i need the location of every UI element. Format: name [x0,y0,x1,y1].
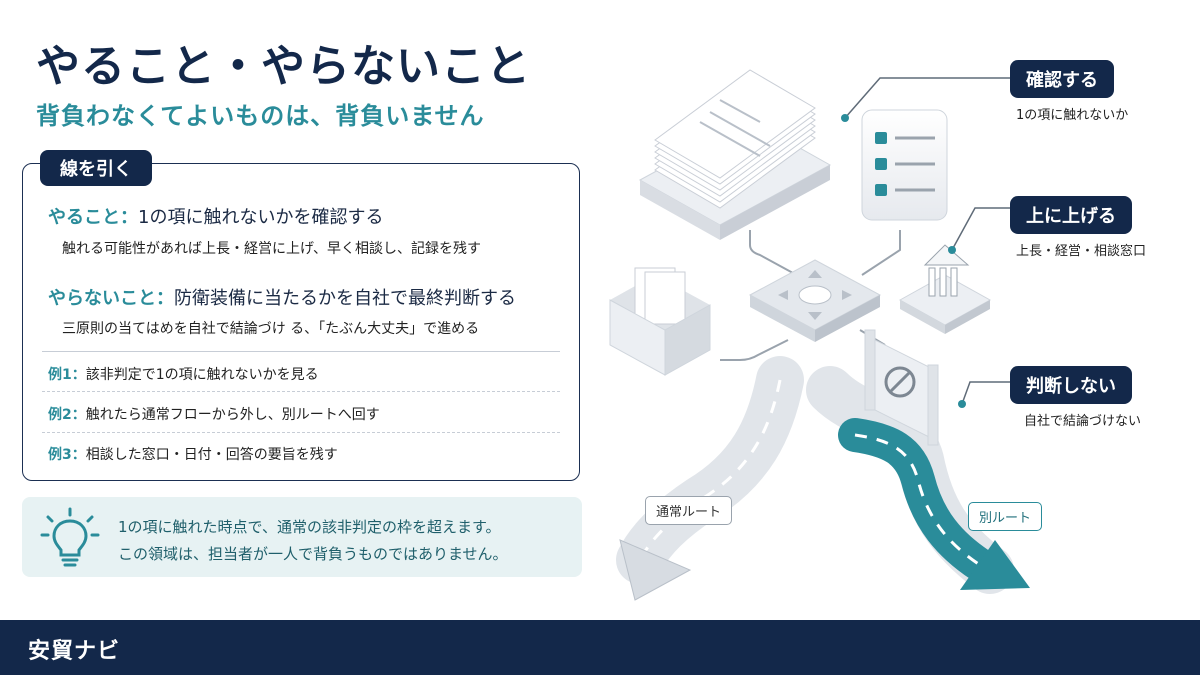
page-subtitle: 背負わなくてよいものは、背負いません [36,102,485,130]
example-label: 例3： [48,447,86,463]
panel-tag: 線を引く [40,150,152,186]
process-diagram [609,69,1030,601]
do-line: やること：1の項に触れないかを確認する [48,203,383,229]
note-line-1: 1の項に触れた時点で、通常の該非判定の枠を超えます。 [118,518,501,536]
normal-route-road [616,356,804,601]
callout-dot [948,246,956,254]
document-stack-icon [638,69,832,240]
page-title: やること・やらないこと [36,41,531,92]
tray-icon [609,267,711,376]
example-row: 例3：相談した窓口・日付・回答の要旨を残す [42,444,560,464]
normal-route-label: 通常ルート [645,496,733,525]
example-label: 例2： [48,407,86,423]
callout-confirm-sub: 1の項に触れないか [1016,108,1129,123]
divider [42,432,560,433]
callout-escalate-sub: 上長・経営・相談窓口 [1016,244,1147,259]
dont-key: やらないこと： [48,288,174,309]
note-box [22,497,582,577]
dont-text: 防衛装備に当たるかを自社で最終判断する [174,288,516,309]
dont-line: やらないこと：防衛装備に当たるかを自社で最終判断する [48,284,516,310]
lightbulb-icon [40,507,100,567]
example-text: 相談した窓口・日付・回答の要旨を残す [85,447,338,463]
example-text: 該非判定で1の項に触れないかを見る [85,367,319,383]
do-sub: 触れる可能性があれば上長・経営に上げ、早く相談し、記録を残す [62,241,482,257]
divider [42,391,560,392]
example-text: 触れたら通常フローから外し、別ルートへ回す [85,407,380,423]
callout-dot [841,114,849,122]
callout-dot [958,400,966,408]
institution-icon [898,244,992,334]
checklist-icon [861,109,948,221]
rules-panel [22,163,580,481]
do-text: 1の項に触れないかを確認する [138,207,384,228]
callout-no-judgement-sub: 自社で結論づけない [1024,414,1142,429]
dont-sub: 三原則の当てはめを自社で結論づけ る、「たぶん大丈夫」で進める [62,321,480,337]
hub-icon [748,259,882,342]
alternate-route-road [806,366,1030,594]
example-label: 例1： [48,367,86,383]
footer-brand: 安貿ナビ [28,639,121,664]
callout-leaders [844,77,1010,405]
no-entry-gate-icon [864,329,939,446]
callout-confirm: 確認する [1010,60,1114,98]
note-line-2: この領域は、担当者が一人で背負うものではありません。 [118,545,508,563]
alternate-route-label: 別ルート [968,502,1043,531]
callout-no-judgement: 判断しない [1010,366,1132,404]
example-row: 例2：触れたら通常フローから外し、別ルートへ回す [42,404,560,424]
callout-escalate: 上に上げる [1010,196,1132,234]
footer-bar [0,620,1200,675]
example-row: 例1：該非判定で1の項に触れないかを見る [42,364,560,384]
divider [42,351,560,352]
do-key: やること： [48,207,138,228]
